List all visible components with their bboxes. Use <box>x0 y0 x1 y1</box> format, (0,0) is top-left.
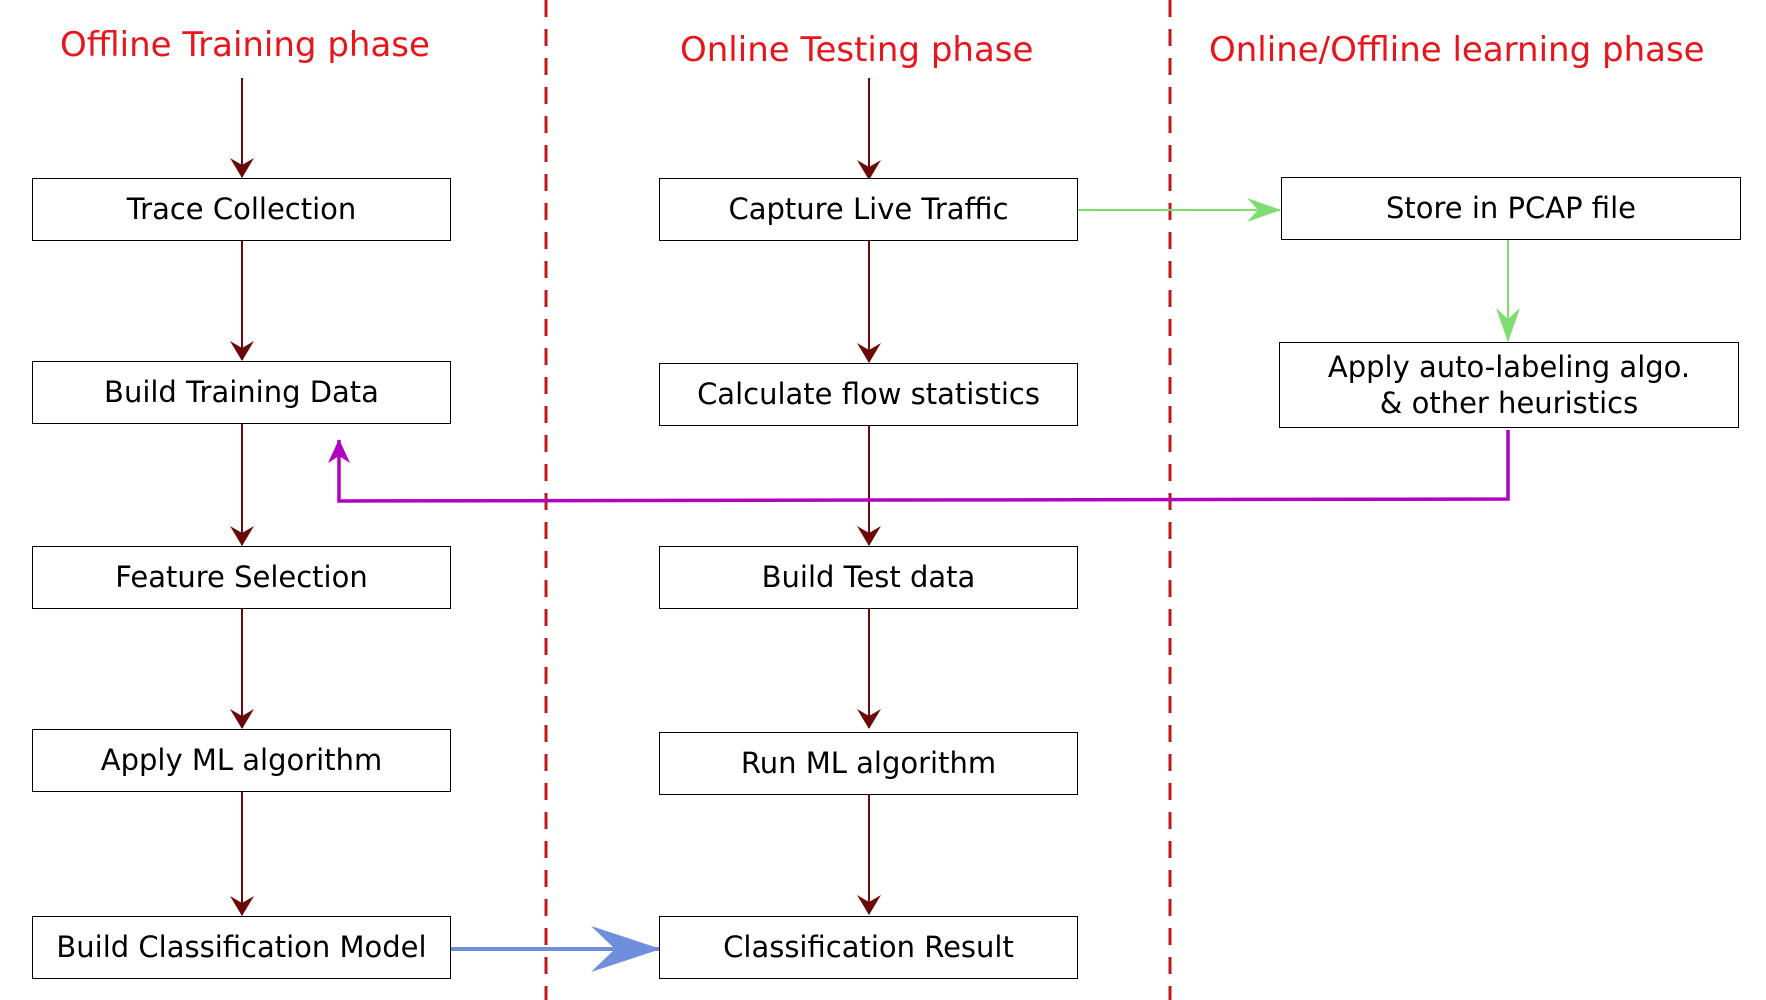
box-apply-ml-algorithm: Apply ML algorithm <box>32 729 451 792</box>
box-run-ml-algorithm-label: Run ML algorithm <box>740 746 997 781</box>
box-trace-collection: Trace Collection <box>32 178 451 241</box>
box-build-training-data: Build Training Data <box>32 361 451 424</box>
box-classification-result-label: Classification Result <box>723 930 1014 965</box>
box-build-training-data-label: Build Training Data <box>104 375 379 410</box>
box-build-test-data-label: Build Test data <box>761 560 976 595</box>
box-classification-result: Classification Result <box>659 916 1078 979</box>
box-calculate-flow-statistics: Calculate flow statistics <box>659 363 1078 426</box>
box-run-ml-algorithm: Run ML algorithm <box>659 732 1078 795</box>
box-feature-selection: Feature Selection <box>32 546 451 609</box>
box-build-classification-model: Build Classification Model <box>32 916 451 979</box>
box-feature-selection-label: Feature Selection <box>115 560 368 595</box>
box-apply-auto-labeling-label-line1: Apply auto-labeling algo. <box>1327 349 1691 384</box>
box-store-in-pcap-file-label: Store in PCAP file <box>1386 191 1636 226</box>
box-apply-auto-labeling: Apply auto-labeling algo. & other heuris… <box>1279 342 1739 428</box>
phase-title-offline-training: Offline Training phase <box>60 25 430 65</box>
phase-title-online-offline-learning: Online/Offline learning phase <box>1209 30 1705 70</box>
box-apply-ml-algorithm-label: Apply ML algorithm <box>100 743 383 778</box>
box-trace-collection-label: Trace Collection <box>126 192 357 227</box>
box-build-test-data: Build Test data <box>659 546 1078 609</box>
box-capture-live-traffic: Capture Live Traffic <box>659 178 1078 241</box>
box-store-in-pcap-file: Store in PCAP file <box>1281 177 1741 240</box>
box-apply-auto-labeling-label-line2: & other heuristics <box>1379 386 1639 420</box>
box-build-classification-model-label: Build Classification Model <box>56 930 427 965</box>
box-calculate-flow-statistics-label: Calculate flow statistics <box>697 377 1040 412</box>
phase-title-online-testing: Online Testing phase <box>680 30 1034 70</box>
arrow-auto-labeling-to-build-training <box>328 430 1510 503</box>
box-capture-live-traffic-label: Capture Live Traffic <box>728 192 1009 227</box>
